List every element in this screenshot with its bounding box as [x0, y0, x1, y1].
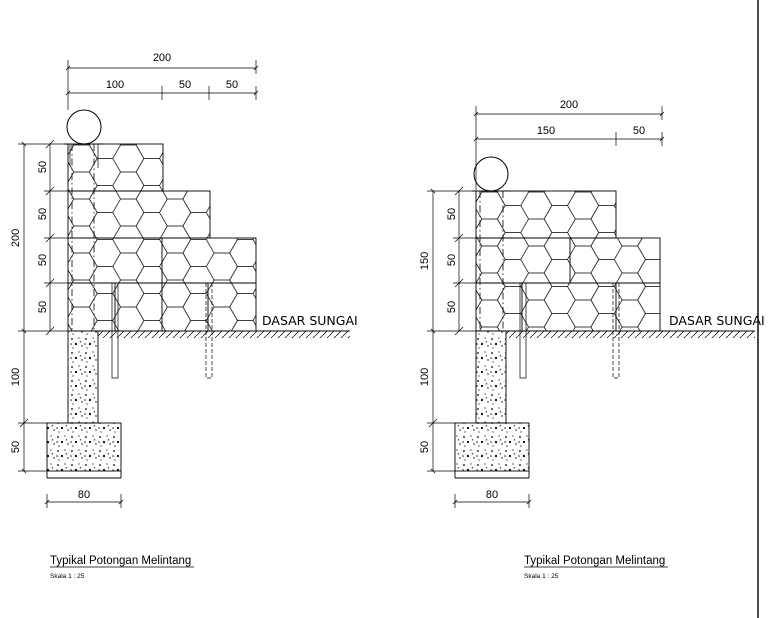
right-dim-layer-2: 50 — [446, 254, 458, 266]
concrete-footing — [46, 422, 122, 472]
gabion-layer-2 — [67, 190, 211, 239]
left-dim-wall-height: 100 — [10, 368, 22, 386]
left-dim-footing-width: 80 — [78, 489, 90, 501]
right-dim-layer-3: 50 — [446, 301, 458, 313]
right-section: 200 150 50 150 50 50 50 100 50 80 DASAR … — [419, 99, 765, 580]
left-dim-width-c: 50 — [226, 79, 238, 91]
left-scale: Skala 1 : 25 — [50, 573, 85, 580]
crest-pipe — [66, 109, 102, 145]
left-section: 200 100 50 50 200 50 50 50 50 100 50 80 — [10, 52, 358, 580]
left-dim-layer-3: 50 — [37, 254, 49, 266]
left-river-bed-label: DASAR SUNGAI — [262, 313, 358, 328]
right-scale: Skala 1 : 25 — [524, 573, 559, 580]
right-river-bed-label: DASAR SUNGAI — [669, 313, 765, 328]
gabion-layer-1 — [475, 190, 617, 239]
right-dim-footing-width: 80 — [486, 489, 498, 501]
left-dim-footing-height: 50 — [10, 441, 22, 453]
concrete-wall — [67, 330, 99, 424]
gabion-layer-1 — [67, 143, 164, 192]
concrete-footing — [454, 422, 530, 472]
left-dim-layer-2: 50 — [37, 208, 49, 220]
left-dim-layer-1: 50 — [37, 161, 49, 173]
right-dim-total-width: 200 — [560, 99, 578, 111]
concrete-wall — [475, 330, 507, 424]
gabion-layer-3 — [475, 282, 661, 332]
crest-pipe — [473, 156, 509, 192]
right-dim-width-a: 150 — [537, 125, 555, 137]
left-dim-total-height: 200 — [10, 229, 22, 247]
left-title: Typikal Potongan Melintang — [50, 555, 191, 567]
right-dim-wall-height: 100 — [419, 368, 431, 386]
right-dim-layer-1: 50 — [446, 208, 458, 220]
gabion-layer-2 — [475, 237, 661, 284]
right-dim-width-b: 50 — [633, 125, 645, 137]
left-dim-layer-4: 50 — [37, 301, 49, 313]
right-dim-total-height: 150 — [419, 252, 431, 270]
right-title: Typikal Potongan Melintang — [524, 555, 665, 567]
left-dim-width-b: 50 — [179, 79, 191, 91]
right-dim-footing-height: 50 — [419, 441, 431, 453]
left-dim-total-width: 200 — [153, 52, 171, 64]
left-dim-width-a: 100 — [106, 79, 124, 91]
